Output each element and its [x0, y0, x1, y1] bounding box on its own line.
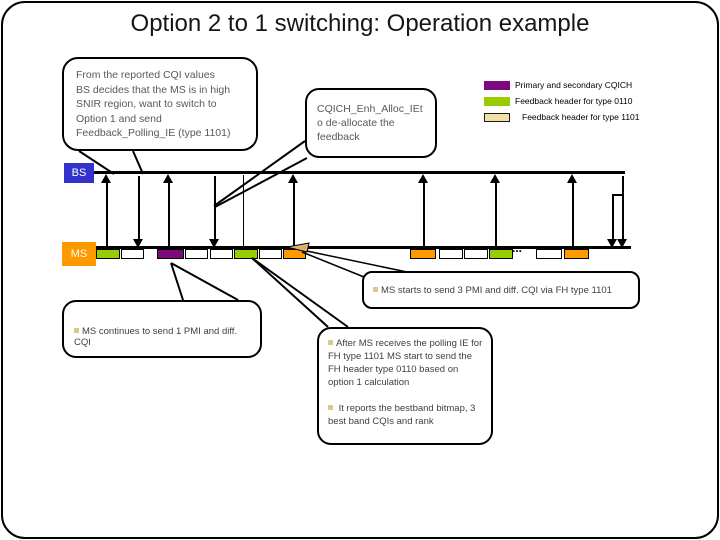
legend-label: Primary and secondary CQICH: [515, 80, 633, 90]
timeline-segment-orange: [564, 249, 589, 259]
timeline-arrow-line: [243, 175, 244, 249]
callout-line: Option 1 and send: [76, 112, 162, 125]
bs-timeline: [94, 171, 625, 174]
callout-line: SNIR region, want to switch to: [76, 98, 217, 110]
legend-item-cqich: Primary and secondary CQICH: [484, 80, 640, 90]
callout-line: Feedback_Polling_IE (type 1101): [76, 127, 231, 139]
timeline-segment-orange: [410, 249, 436, 259]
timeline-arrow-up: [495, 182, 497, 247]
legend: Primary and secondary CQICH Feedback hea…: [484, 80, 640, 128]
timeline-arrow-down: [214, 176, 216, 239]
timeline-segment-green: [234, 249, 258, 259]
arrowhead-up-icon: [288, 174, 298, 183]
timeline-segment-white: [536, 249, 562, 259]
timeline-segment-white: [259, 249, 282, 259]
textbox-paragraph: It reports the bestband bitmap, 3 best b…: [328, 402, 483, 428]
bullet-icon: [373, 287, 378, 292]
tan-pointer-arrow: [286, 242, 310, 253]
timeline-segment-white: [210, 249, 233, 259]
timeline-arrow-down: [622, 176, 624, 239]
textbox-paragraph: After MS receives the polling IE for FH …: [328, 337, 483, 389]
slide-title: Option 2 to 1 switching: Operation examp…: [130, 10, 590, 37]
callout-line: BS decides that the MS is in high: [76, 83, 231, 96]
timeline-arrow-up: [106, 182, 108, 247]
callout-line: CQICH_Enh_Alloc_IEt: [317, 103, 423, 115]
arrowhead-up-icon: [418, 174, 428, 183]
timeline-segment-green: [489, 249, 513, 259]
timeline-segment-white: [464, 249, 488, 259]
arrowhead-up-icon: [490, 174, 500, 183]
callout-line: feedback: [317, 131, 360, 143]
textbox-text: MS starts to send 3 PMI and diff. CQI vi…: [381, 285, 612, 296]
timeline-arrow-up: [572, 182, 574, 247]
timeline-arrow-up: [168, 182, 170, 247]
legend-label: Feedback header for type 1101: [522, 112, 640, 122]
ms-timeline: [96, 246, 631, 249]
timeline-arrow-up: [293, 182, 295, 247]
textbox-ms-starts: MS starts to send 3 PMI and diff. CQI vi…: [362, 271, 640, 309]
legend-swatch-purple: [484, 80, 510, 90]
timeline-segment-white: [185, 249, 208, 259]
arrowhead-down-icon: [133, 239, 143, 248]
bs-node: BS: [64, 163, 94, 183]
timeline-segment-white: [439, 249, 463, 259]
timeline-ellipsis: ...: [512, 241, 523, 255]
legend-label: Feedback header for type 0110: [515, 96, 633, 106]
bullet-icon: [328, 340, 333, 345]
arrowhead-up-icon: [567, 174, 577, 183]
textbox-after-receives: After MS receives the polling IE for FH …: [317, 327, 493, 445]
timeline-segment-purple: [157, 249, 184, 259]
legend-item-fh1101: Feedback header for type 1101: [484, 112, 640, 122]
bullet-icon: [74, 328, 79, 333]
textbox-text: It reports the bestband bitmap, 3 best b…: [328, 403, 476, 427]
arrowhead-down-icon: [209, 239, 219, 248]
textbox-text: MS continues to send 1 PMI and diff. CQI: [74, 326, 238, 348]
textbox-ms-continues: MS continues to send 1 PMI and diff. CQI: [62, 300, 262, 358]
callout-cqich-dealloc: CQICH_Enh_Alloc_IEt o de-allocate the fe…: [305, 88, 437, 158]
arrowhead-up-icon: [163, 174, 173, 183]
legend-swatch-tan: [484, 112, 510, 122]
timeline-arrow-down: [612, 195, 614, 239]
legend-item-fh0110: Feedback header for type 0110: [484, 96, 640, 106]
arrowhead-down-icon: [617, 239, 627, 248]
arrowhead-up-icon: [101, 174, 111, 183]
legend-swatch-green: [484, 96, 510, 106]
ms-node: MS: [62, 242, 96, 266]
timeline-segment-green: [96, 249, 120, 259]
textbox-text: After MS receives the polling IE for FH …: [328, 338, 483, 388]
timeline-arrow-down: [138, 176, 140, 239]
bullet-icon: [328, 405, 333, 410]
timeline-arrow-up: [423, 182, 425, 247]
timeline-segment-orange: [283, 249, 306, 259]
timeline-segment-white: [121, 249, 144, 259]
callout-feedback-polling: From the reported CQI values BS decides …: [62, 57, 258, 151]
callout-line: From the reported CQI values: [76, 69, 215, 81]
arrowhead-down-icon: [607, 239, 617, 248]
callout-line: o de-allocate the: [317, 117, 395, 129]
